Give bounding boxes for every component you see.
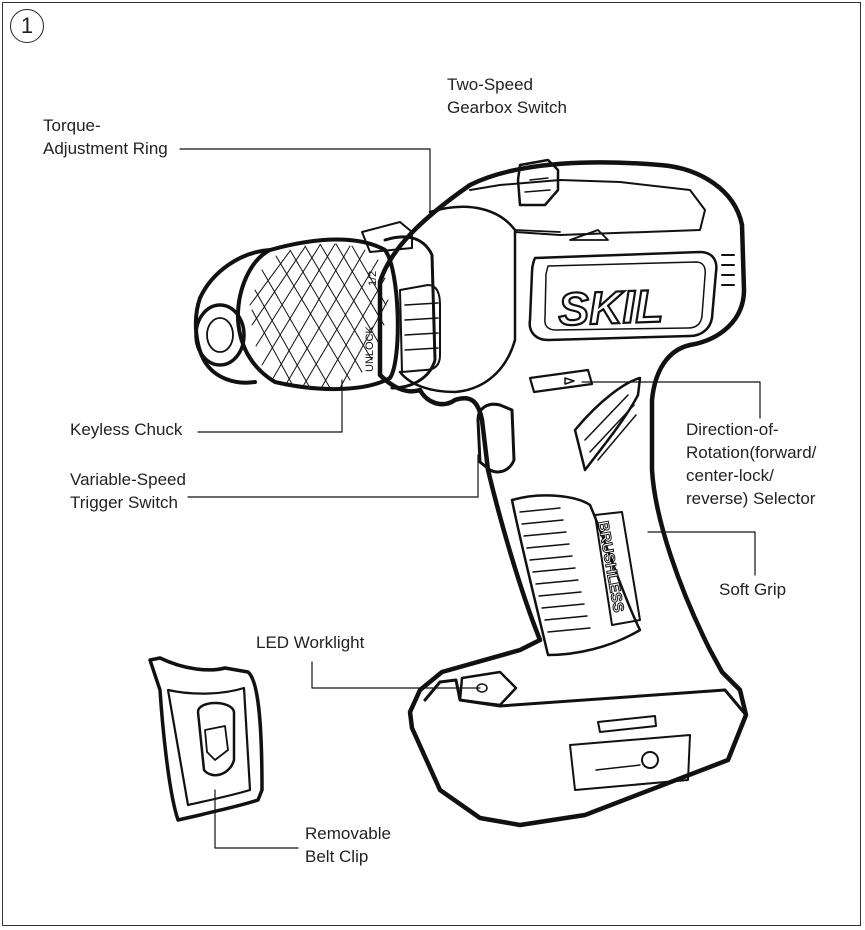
- brushless-marking: BRUSHLESS: [594, 520, 627, 614]
- label-two-speed-gearbox-switch: Two-Speed Gearbox Switch: [447, 75, 567, 117]
- logo-panel: [528, 250, 718, 342]
- torque-ring: [383, 235, 437, 390]
- motor-housing: [398, 205, 517, 394]
- label-led-worklight: LED Worklight: [256, 633, 365, 652]
- chuck-unlock-marking: UNLOCK: [364, 325, 376, 372]
- chuck-bore: [194, 303, 246, 367]
- belt-clip-slot: [196, 701, 236, 777]
- leader-direction: [581, 381, 761, 419]
- gearbox-switch: [516, 158, 560, 207]
- leader-grip: [647, 531, 756, 576]
- direction-selector: [528, 368, 594, 394]
- leader-torque: [179, 148, 431, 213]
- label-keyless-chuck: Keyless Chuck: [70, 420, 183, 439]
- leader-chuck: [197, 379, 343, 433]
- drill-body-outline: [377, 160, 749, 828]
- label-soft-grip: Soft Grip: [719, 580, 787, 599]
- chuck-knurl: [249, 243, 389, 391]
- trigger-switch: [476, 402, 516, 474]
- leader-clip: [214, 789, 299, 849]
- figure-number: 1: [10, 9, 44, 43]
- label-torque-adjustment-ring: Torque- Adjustment Ring: [43, 116, 168, 158]
- label-direction-selector: Direction-of- Rotation(forward/ center-l…: [686, 420, 817, 508]
- chuck-size-marking: 1/2: [367, 271, 379, 286]
- label-variable-speed-trigger: Variable-Speed Trigger Switch: [70, 470, 186, 512]
- chuck-nose: [193, 248, 272, 385]
- soft-grip: [510, 494, 642, 657]
- belt-clip: [148, 656, 264, 822]
- leader-led: [311, 661, 481, 689]
- label-removable-belt-clip: Removable Belt Clip: [305, 824, 391, 866]
- leader-trigger: [187, 454, 479, 498]
- battery-base: [423, 678, 748, 717]
- brand-logo: SKIL: [557, 280, 664, 336]
